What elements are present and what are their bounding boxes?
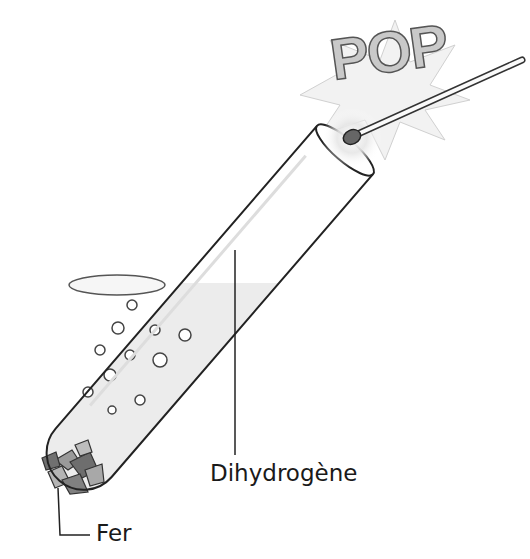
liquid-surface [69,275,165,295]
match-head [341,127,363,147]
leader-line [234,250,236,455]
liquid [0,283,530,559]
flame-glow [322,108,382,168]
iron-pieces [42,440,104,494]
test-tube [31,117,380,504]
part-label: Dihydrogène [210,460,357,486]
leader-line [58,488,90,535]
part-label: Fer [96,520,132,546]
